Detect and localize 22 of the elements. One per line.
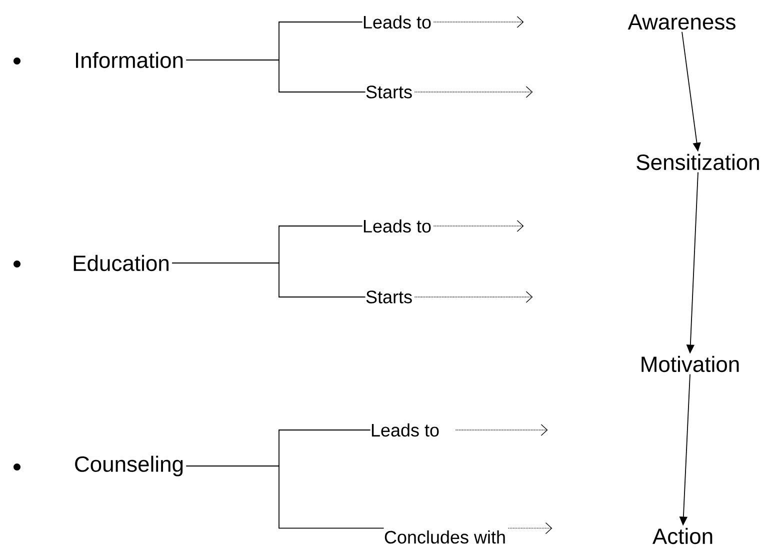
connector-label: Leads to (364, 15, 431, 29)
arrow (508, 522, 552, 534)
list-item-text: Information (76, 52, 183, 68)
list-item-text: Education (74, 254, 168, 272)
arrow (414, 291, 533, 303)
bracket-line (186, 60, 366, 92)
list-item-text: Counseling (75, 456, 183, 476)
stage-label: Awareness (628, 14, 736, 30)
arrow (433, 220, 524, 232)
stage-label: Sensitization (636, 154, 759, 170)
arrow (414, 86, 533, 98)
arrow (455, 424, 548, 436)
stage-label: Action (652, 528, 712, 544)
stage-label: Motivation (642, 356, 739, 372)
connector-label: Leads to (364, 219, 431, 233)
bracket-line (186, 466, 384, 529)
connector-label: Concludes with (384, 530, 505, 544)
arrow (433, 16, 524, 28)
connector-label: Starts (366, 290, 412, 304)
connector-label: Starts (366, 86, 412, 98)
bracket-line (172, 262, 366, 298)
connector-label: Leads to (372, 423, 439, 437)
